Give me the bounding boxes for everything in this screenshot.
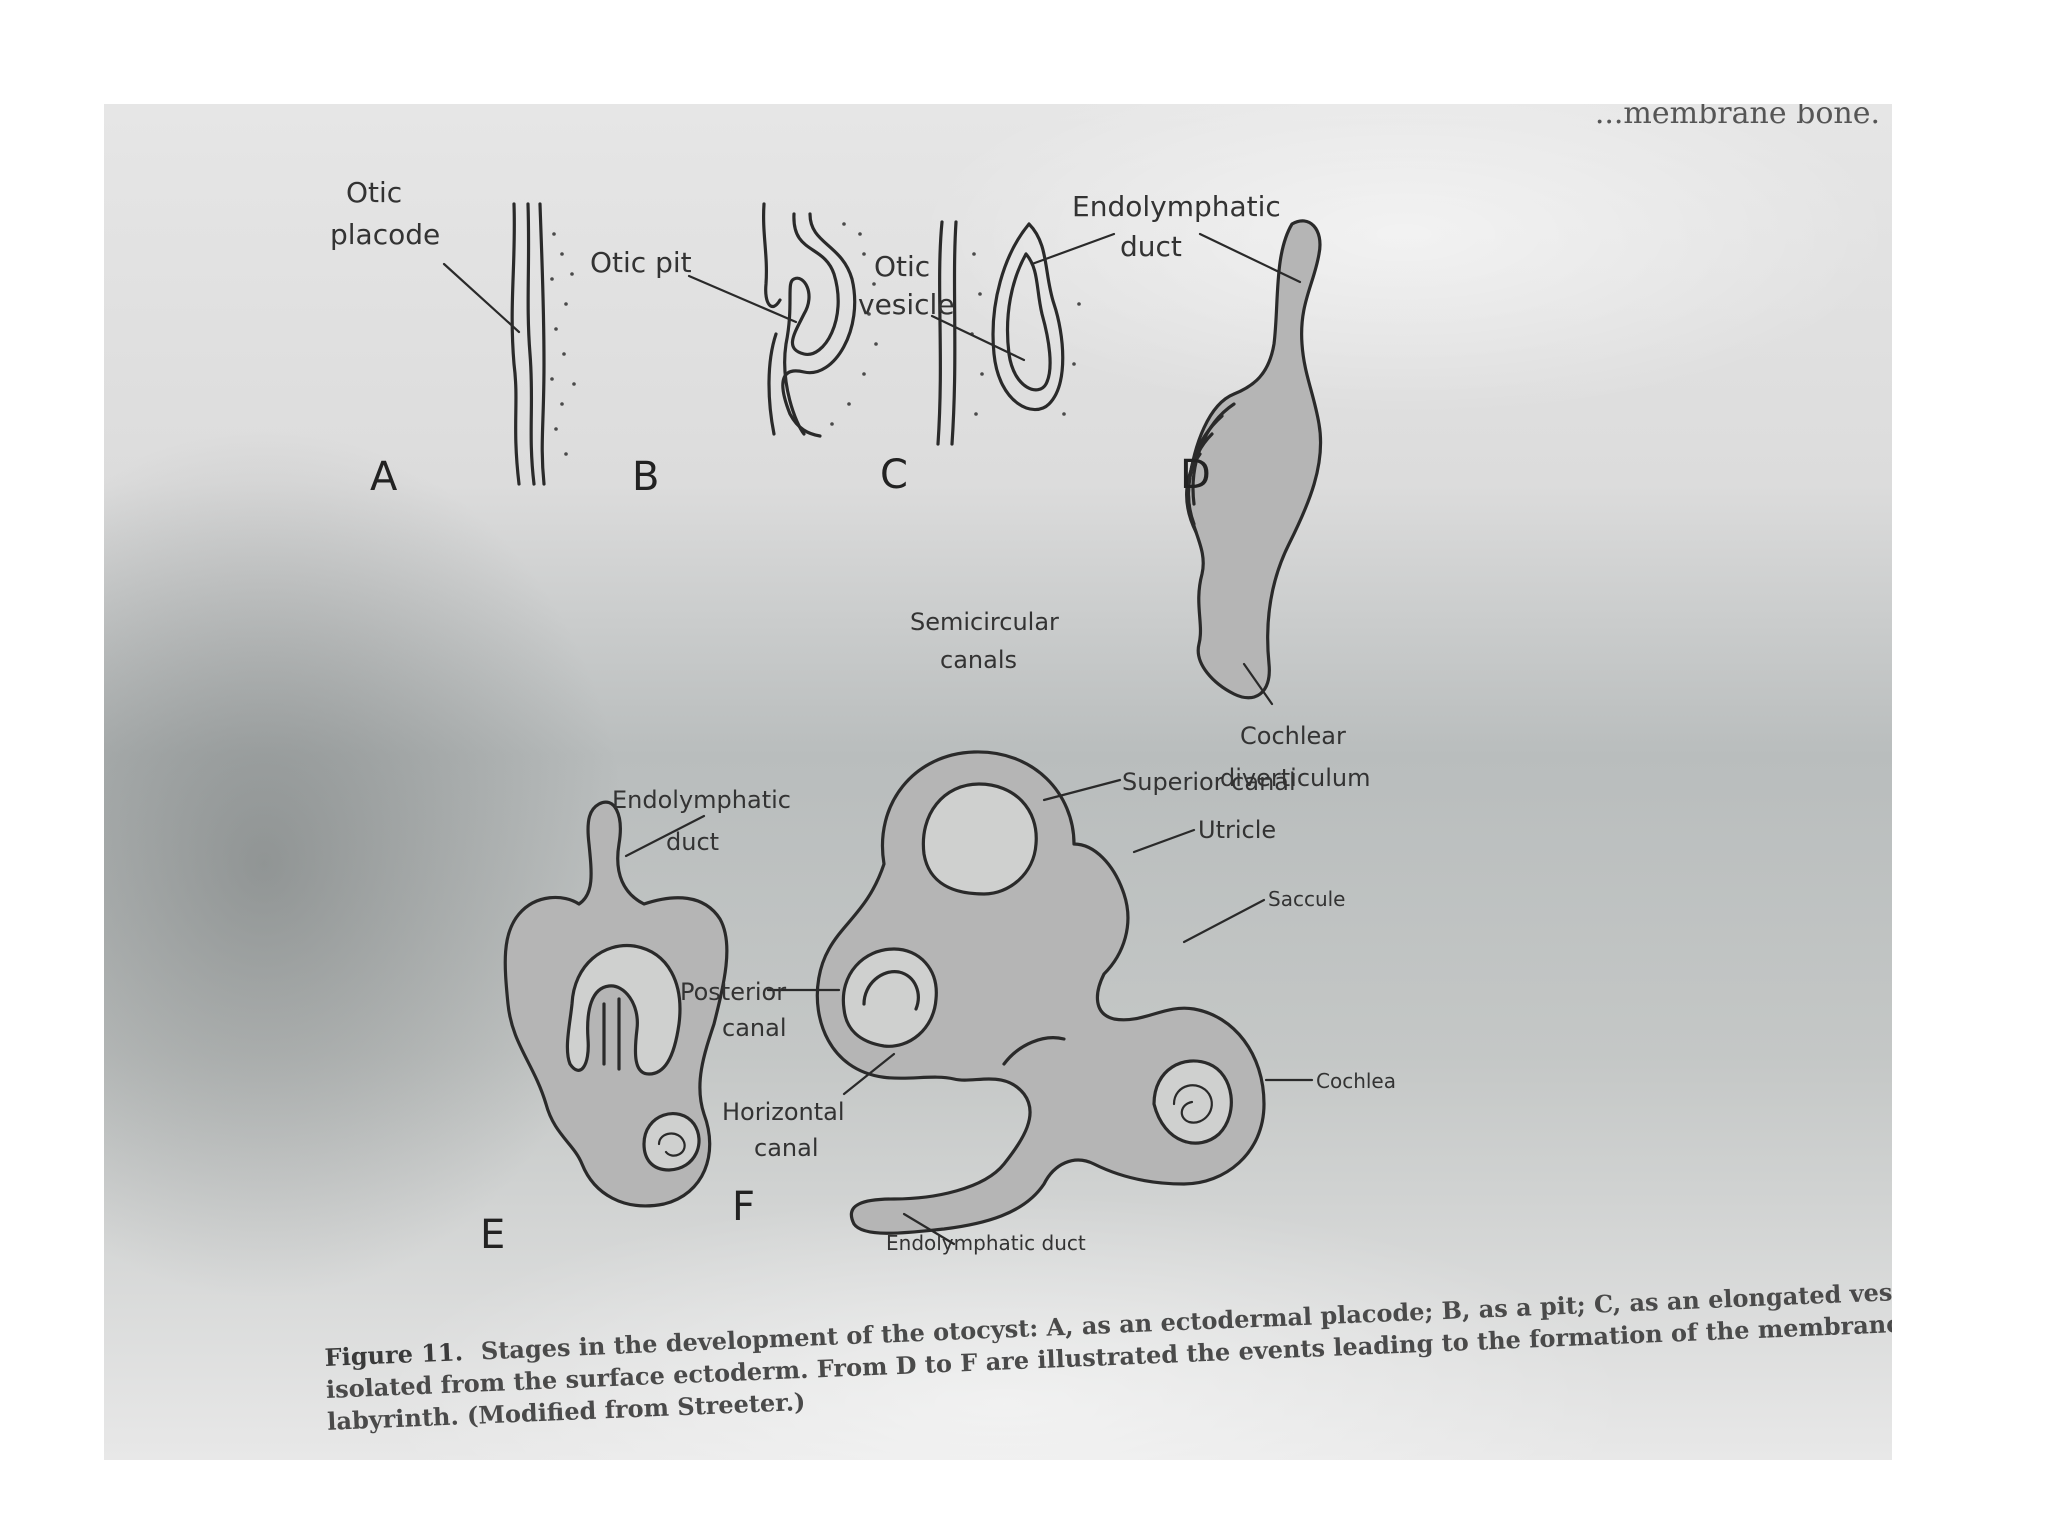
label-otic-vesicle-line1: Otic bbox=[874, 250, 930, 283]
panel-label-f: F bbox=[732, 1184, 755, 1230]
label-cochlear-diverticulum-line2: diverticulum bbox=[1220, 764, 1370, 792]
label-endolymphatic-duct-e-line1: Endolymphatic bbox=[612, 786, 791, 814]
panel-e-drawing bbox=[503, 800, 729, 1208]
panel-label-c: C bbox=[880, 452, 908, 498]
label-saccule: Saccule bbox=[1268, 887, 1345, 911]
panel-label-e: E bbox=[480, 1212, 505, 1258]
label-otic-vesicle-line2: vesicle bbox=[858, 288, 955, 321]
label-semicircular-canals-line2: canals bbox=[940, 646, 1017, 674]
label-cochlear-diverticulum-line1: Cochlear bbox=[1240, 722, 1346, 750]
label-endolymphatic-duct-f: Endolymphatic duct bbox=[886, 1231, 1086, 1255]
label-posterior-canal-line2: canal bbox=[722, 1014, 787, 1042]
label-endolymphatic-duct-e-line2: duct bbox=[666, 828, 719, 856]
label-cochlea: Cochlea bbox=[1316, 1069, 1396, 1093]
label-posterior-canal-line1: Posterior bbox=[680, 978, 786, 1006]
label-endolymphatic-duct-d-line2: duct bbox=[1120, 230, 1182, 263]
label-horizontal-canal-line2: canal bbox=[754, 1134, 819, 1162]
label-otic-placode-line2: placode bbox=[330, 218, 440, 251]
label-otic-placode-line1: Otic bbox=[346, 176, 402, 209]
panel-a-drawing bbox=[442, 202, 576, 486]
panel-label-b: B bbox=[632, 454, 659, 500]
panel-c-drawing bbox=[930, 220, 1116, 446]
photo-page: ...membrane bone. Otic placode A bbox=[104, 104, 1892, 1460]
label-semicircular-canals-line1: Semicircular bbox=[910, 608, 1059, 636]
label-endolymphatic-duct-d-line1: Endolymphatic bbox=[1072, 190, 1281, 223]
top-text-fragment: ...membrane bone. bbox=[1594, 104, 1880, 131]
caption-figure-label: Figure 11. bbox=[324, 1337, 464, 1372]
label-otic-pit: Otic pit bbox=[590, 246, 692, 279]
panel-label-a: A bbox=[370, 454, 398, 500]
otocyst-diagram: Otic placode A Otic pit B bbox=[330, 176, 1396, 1258]
panel-b-drawing bbox=[687, 202, 878, 438]
label-superior-canal: Superior canal bbox=[1122, 768, 1296, 796]
panel-label-d: D bbox=[1180, 452, 1211, 498]
label-horizontal-canal-line1: Horizontal bbox=[722, 1098, 845, 1126]
panel-d-drawing bbox=[1185, 219, 1323, 706]
label-utricle: Utricle bbox=[1198, 816, 1276, 844]
panel-f-drawing bbox=[766, 750, 1314, 1246]
